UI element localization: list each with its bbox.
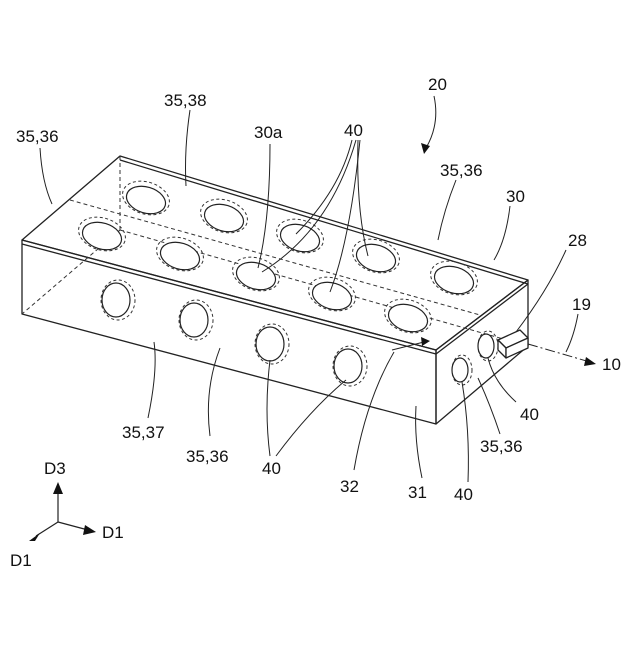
- label-35-36-front: 35,36: [186, 447, 229, 466]
- label-31: 31: [408, 483, 427, 502]
- axis-19: [528, 344, 596, 366]
- orientation-axes: D3 D1 D1: [10, 459, 124, 570]
- label-40-bottom: 40: [262, 459, 281, 478]
- label-35-37: 35,37: [122, 423, 165, 442]
- terminal-28: [498, 330, 528, 358]
- axis-label-d3: D3: [44, 459, 66, 478]
- label-19: 19: [572, 295, 591, 314]
- label-40-top: 40: [344, 121, 363, 140]
- label-35-36-top-right: 35,36: [440, 161, 483, 180]
- axis-d3-arrow: [53, 482, 63, 494]
- axis-d1-right-line: [58, 522, 88, 530]
- label-10: 10: [602, 355, 621, 374]
- hole-top-4: [348, 234, 403, 279]
- hole-top-7: [152, 232, 207, 277]
- label-20: 20: [428, 75, 447, 94]
- axis-d1-left-arrow: [29, 533, 40, 541]
- hole-top-9: [304, 272, 359, 317]
- hole-front-1: [101, 280, 135, 320]
- hole-top-2: [196, 194, 251, 239]
- top-holes: [74, 176, 481, 339]
- label-35-36-right: 35,36: [480, 437, 523, 456]
- axis-label-d1-right: D1: [102, 523, 124, 542]
- label-30: 30: [506, 187, 525, 206]
- label-32: 32: [340, 477, 359, 496]
- hole-front-3: [255, 324, 289, 364]
- hole-top-1: [118, 176, 173, 221]
- label-40-right1: 40: [520, 405, 539, 424]
- hole-right-2: [478, 331, 498, 361]
- axis-d1-right-arrow: [83, 525, 96, 535]
- label-40-right2: 40: [454, 485, 473, 504]
- label-35-38: 35,38: [164, 91, 207, 110]
- label-30a: 30a: [254, 123, 283, 142]
- hole-front-4: [333, 346, 367, 386]
- axis-label-d1-left: D1: [10, 551, 32, 570]
- hidden-top-mid: [70, 200, 480, 315]
- label-35-36-top-left: 35,36: [16, 127, 59, 146]
- hole-top-5: [426, 256, 481, 301]
- hole-right-1: [452, 355, 472, 385]
- hole-front-2: [179, 300, 213, 340]
- hole-top-6: [74, 212, 129, 257]
- top-face: [22, 156, 528, 350]
- label-28: 28: [568, 231, 587, 250]
